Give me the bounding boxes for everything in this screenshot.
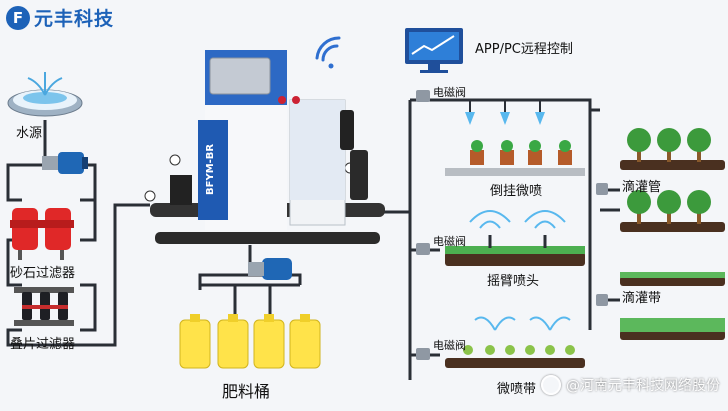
drip-pipe-label: 滴灌管 [622, 180, 662, 195]
pump-icon [42, 152, 88, 174]
inverted-mist-sprinkler-icon [445, 100, 585, 176]
water-source-icon [7, 72, 83, 117]
remote-control-label: APP/PC远程控制 [475, 42, 573, 57]
valve-label-3: 电磁阀 [433, 339, 466, 352]
drip-tape-label: 滴灌带 [622, 291, 662, 306]
inverted-mist-label: 倒挂微喷 [490, 184, 543, 199]
sand-filter-icon [10, 208, 74, 260]
wifi-icon [315, 36, 341, 69]
valve-label-1: 电磁阀 [433, 86, 466, 99]
brand-name: 元丰科技 [34, 8, 115, 30]
disc-filter-label: 叠片过滤器 [10, 337, 76, 352]
disc-filter-icon [14, 287, 74, 326]
solenoid-valve-icon [416, 90, 608, 360]
rocker-sprinkler-icon [445, 210, 585, 266]
fertigation-machine: BFYM-BR [150, 50, 385, 244]
drip-pipe-trees-icon [620, 128, 725, 232]
micro-spray-icon [445, 316, 585, 368]
watermark-text: @河南元丰科技网络股份 [566, 378, 720, 394]
brand-logo: F 元丰科技 [6, 4, 114, 31]
fertilizer-barrel-label: 肥料桶 [222, 382, 271, 401]
pipe-network [6, 98, 620, 380]
machine-model: BFYM-BR [205, 144, 216, 195]
valve-label-2: 电磁阀 [433, 235, 466, 248]
micro-spray-label: 微喷带 [497, 382, 537, 397]
brand-mark: F [6, 5, 30, 30]
water-source-label: 水源 [16, 126, 43, 141]
sand-filter-label: 砂石过滤器 [10, 266, 76, 281]
watermark-logo-icon [541, 375, 561, 395]
watermark: @河南元丰科技网络股份 [541, 375, 720, 395]
monitor-chart-icon [405, 28, 463, 73]
fertilizer-pump-icon [248, 258, 292, 280]
fertilizer-barrel-icon [179, 319, 321, 369]
drip-tape-crops-icon [620, 272, 725, 340]
rocker-sprinkler-label: 摇臂喷头 [487, 274, 540, 289]
